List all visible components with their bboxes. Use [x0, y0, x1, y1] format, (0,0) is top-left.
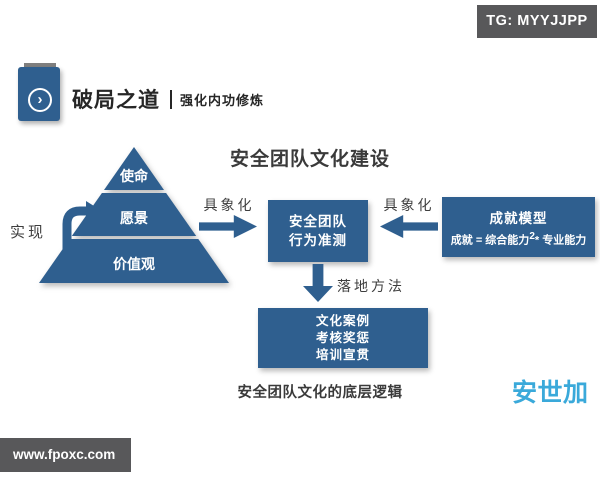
pyramid-tier-bottom — [39, 239, 229, 283]
formula-exponent: 2 — [529, 230, 535, 242]
telegram-badge: TG: MYYJJPP — [477, 5, 597, 38]
practices-line3: 培训宣贯 — [315, 347, 370, 362]
pyramid-label-values: 价值观 — [113, 256, 155, 272]
arrow-left-icon — [380, 215, 438, 238]
pyramid-tier-top — [104, 147, 164, 190]
formula-rest: * 专业能力 — [534, 234, 587, 247]
center-box-line2: 行为准测 — [289, 233, 347, 248]
header-subtitle: 强化内功修炼 — [180, 92, 265, 108]
website-badge: www.fpoxc.com — [0, 438, 131, 472]
realize-label: 实现 — [10, 225, 47, 241]
practices-box: 文化案例 考核奖惩 培训宣贯 — [258, 308, 428, 368]
header-divider — [170, 89, 172, 109]
achievement-model-box: 成就模型 成就 = 综合能力2* 专业能力 — [442, 197, 595, 257]
concretize-label-right: 具象化 — [383, 199, 435, 214]
achievement-model-title: 成就模型 — [489, 210, 548, 226]
practices-line1: 文化案例 — [315, 313, 370, 328]
landing-method-label: 落地方法 — [337, 280, 405, 295]
practices-line2: 考核奖惩 — [315, 330, 370, 345]
chevron-right-icon: › — [28, 88, 52, 112]
header-title: 破局之道 — [72, 89, 160, 112]
curved-arrow-icon — [62, 201, 102, 270]
concretize-label-left: 具象化 — [203, 199, 255, 214]
diagram-caption: 安全团队文化的底层逻辑 — [237, 385, 403, 401]
arrow-down-icon — [303, 264, 333, 302]
pyramid-label-vision: 愿景 — [120, 210, 148, 226]
center-box-line1: 安全团队 — [289, 214, 347, 229]
header: 破局之道 强化内功修炼 — [72, 84, 264, 114]
pyramid-tier-middle — [71, 193, 197, 236]
formula-base: 成就 = 综合能力 — [450, 234, 530, 247]
pyramid — [39, 147, 229, 283]
diagram-title: 安全团队文化建设 — [229, 149, 390, 170]
center-box: 安全团队 行为准测 — [268, 200, 368, 262]
pyramid-label-mission: 使命 — [120, 168, 148, 184]
achievement-formula: 成就 = 综合能力2* 专业能力 — [451, 231, 586, 248]
anshijia-logo: 安世加 — [512, 379, 589, 407]
header-icon: › — [18, 67, 60, 121]
